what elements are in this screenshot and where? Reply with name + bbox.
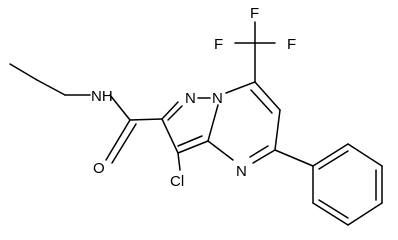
bond-c7-c6-a	[254, 81, 281, 111]
atom-nh: NH	[91, 88, 113, 105]
atom-f-top: F	[250, 5, 259, 22]
bond-ph-1	[312, 143, 349, 167]
bond-propyl-c1-c2	[9, 63, 38, 81]
bond-c3a-c3-a	[177, 140, 209, 154]
bond-c6-c5	[274, 109, 281, 151]
atom-f-left: F	[214, 36, 223, 53]
bond-ph-5	[312, 202, 349, 226]
bond-ph-4	[347, 202, 383, 226]
bond-propyl-c2-c3	[36, 79, 66, 96]
atom-n-ring: N	[236, 163, 247, 180]
bond-carbonyl-o-1	[105, 119, 131, 161]
bond-c3-cl	[177, 152, 181, 171]
bond-carbonyl-o-2	[111, 123, 137, 164]
bond-ph-2	[347, 143, 383, 167]
bond-c5-phenyl	[274, 149, 314, 167]
bond-ph-1-inner	[318, 150, 349, 170]
bond-carbonyl-c2	[129, 118, 163, 121]
bond-c5-n4-a	[252, 149, 276, 164]
structure-canvas: F F F NH O N N N Cl	[9, 5, 383, 226]
atom-cl: Cl	[170, 173, 184, 190]
bond-n4-c3a	[207, 140, 234, 161]
bond-n7a-c7	[225, 81, 256, 94]
bond-c3-c2	[161, 118, 179, 154]
bond-n7a-c3a	[207, 104, 219, 142]
bond-ph-5-inner	[318, 199, 349, 219]
bond-c7-c6-b	[250, 89, 273, 114]
bond-c3a-c3-b	[177, 135, 203, 147]
atom-n-pyrazole: N	[185, 90, 196, 107]
atom-n-bridge: N	[212, 90, 223, 107]
bond-c2-n1-inner	[167, 105, 183, 121]
atom-f-right: F	[287, 36, 296, 53]
atom-o: O	[93, 160, 105, 177]
bond-c5-n4-b	[249, 145, 269, 158]
molecule-drawing: F F F NH O N N N Cl	[9, 5, 383, 226]
bond-nh-carbonyl	[109, 94, 131, 121]
bond-c2-n1	[161, 101, 179, 120]
